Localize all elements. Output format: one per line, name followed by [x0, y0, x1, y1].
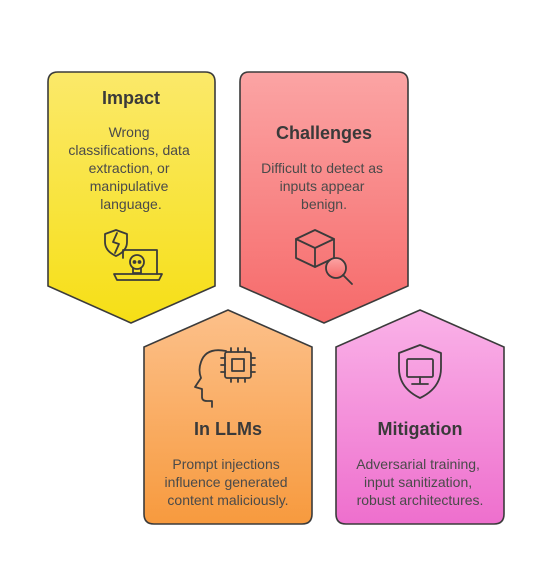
shield-monitor-icon: [398, 344, 442, 399]
card-mitigation: Mitigation Adversarial training, input s…: [335, 309, 505, 525]
card-in-llms: In LLMs Prompt injections influence gene…: [143, 309, 313, 525]
card-impact: Impact Wrong classifications, data extra…: [47, 71, 216, 324]
card-mitigation-shape: [335, 309, 505, 525]
card-impact-description: Wrong classifications, data extraction, …: [68, 124, 193, 212]
head-chip-icon: [194, 347, 256, 408]
card-impact-title: Impact: [102, 88, 160, 108]
card-in-llms-title: In LLMs: [194, 419, 262, 439]
card-challenges: Challenges Difficult to detect as inputs…: [239, 71, 409, 324]
card-impact-shape: [47, 71, 216, 324]
card-mitigation-description: Adversarial training, input sanitization…: [356, 456, 484, 508]
card-challenges-description: Difficult to detect as inputs appear ben…: [261, 160, 387, 212]
shield-laptop-skull-icon: [104, 229, 163, 281]
card-in-llms-shape: [143, 309, 313, 525]
card-challenges-shape: [239, 71, 409, 324]
card-in-llms-description: Prompt injections influence generated co…: [165, 456, 292, 508]
card-mitigation-title: Mitigation: [378, 419, 463, 439]
card-challenges-title: Challenges: [276, 123, 372, 143]
cube-magnifier-icon: [295, 229, 353, 285]
